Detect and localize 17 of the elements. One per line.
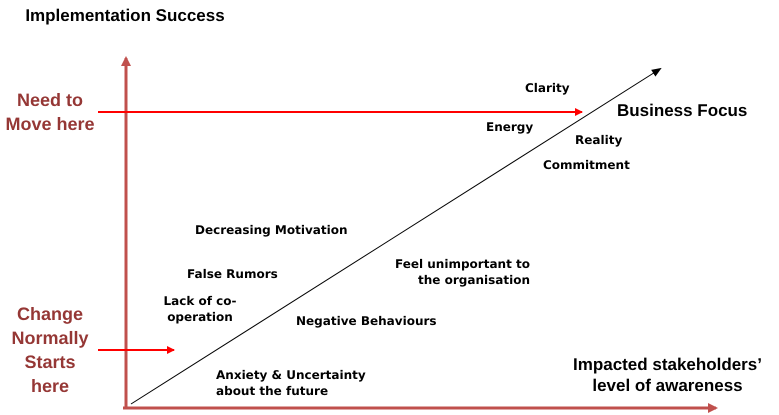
- arrow: [98, 108, 583, 116]
- arrow: [98, 346, 175, 354]
- stage-label: Feel unimportant to the organisation: [394, 256, 530, 288]
- callout-text: Need to Move here: [4, 88, 96, 136]
- stage-label: False Rumors: [187, 266, 278, 282]
- stage-label: Energy: [486, 119, 534, 135]
- axis-title: Impacted stakeholders’ level of awareness: [572, 354, 763, 396]
- stage-label: Reality: [575, 132, 622, 148]
- callout-text: Change Normally Starts here: [4, 302, 96, 398]
- stage-label: Commitment: [543, 157, 630, 173]
- stage-label: Clarity: [525, 80, 570, 96]
- stage-label: Anxiety & Uncertainty about the future: [216, 367, 367, 399]
- trend-label: Business Focus: [617, 100, 748, 121]
- stage-label: Decreasing Motivation: [195, 222, 348, 238]
- axis-title: Implementation Success: [25, 5, 225, 26]
- stage-label: Lack of co-operation: [162, 293, 238, 325]
- stage-label: Negative Behaviours: [296, 313, 437, 329]
